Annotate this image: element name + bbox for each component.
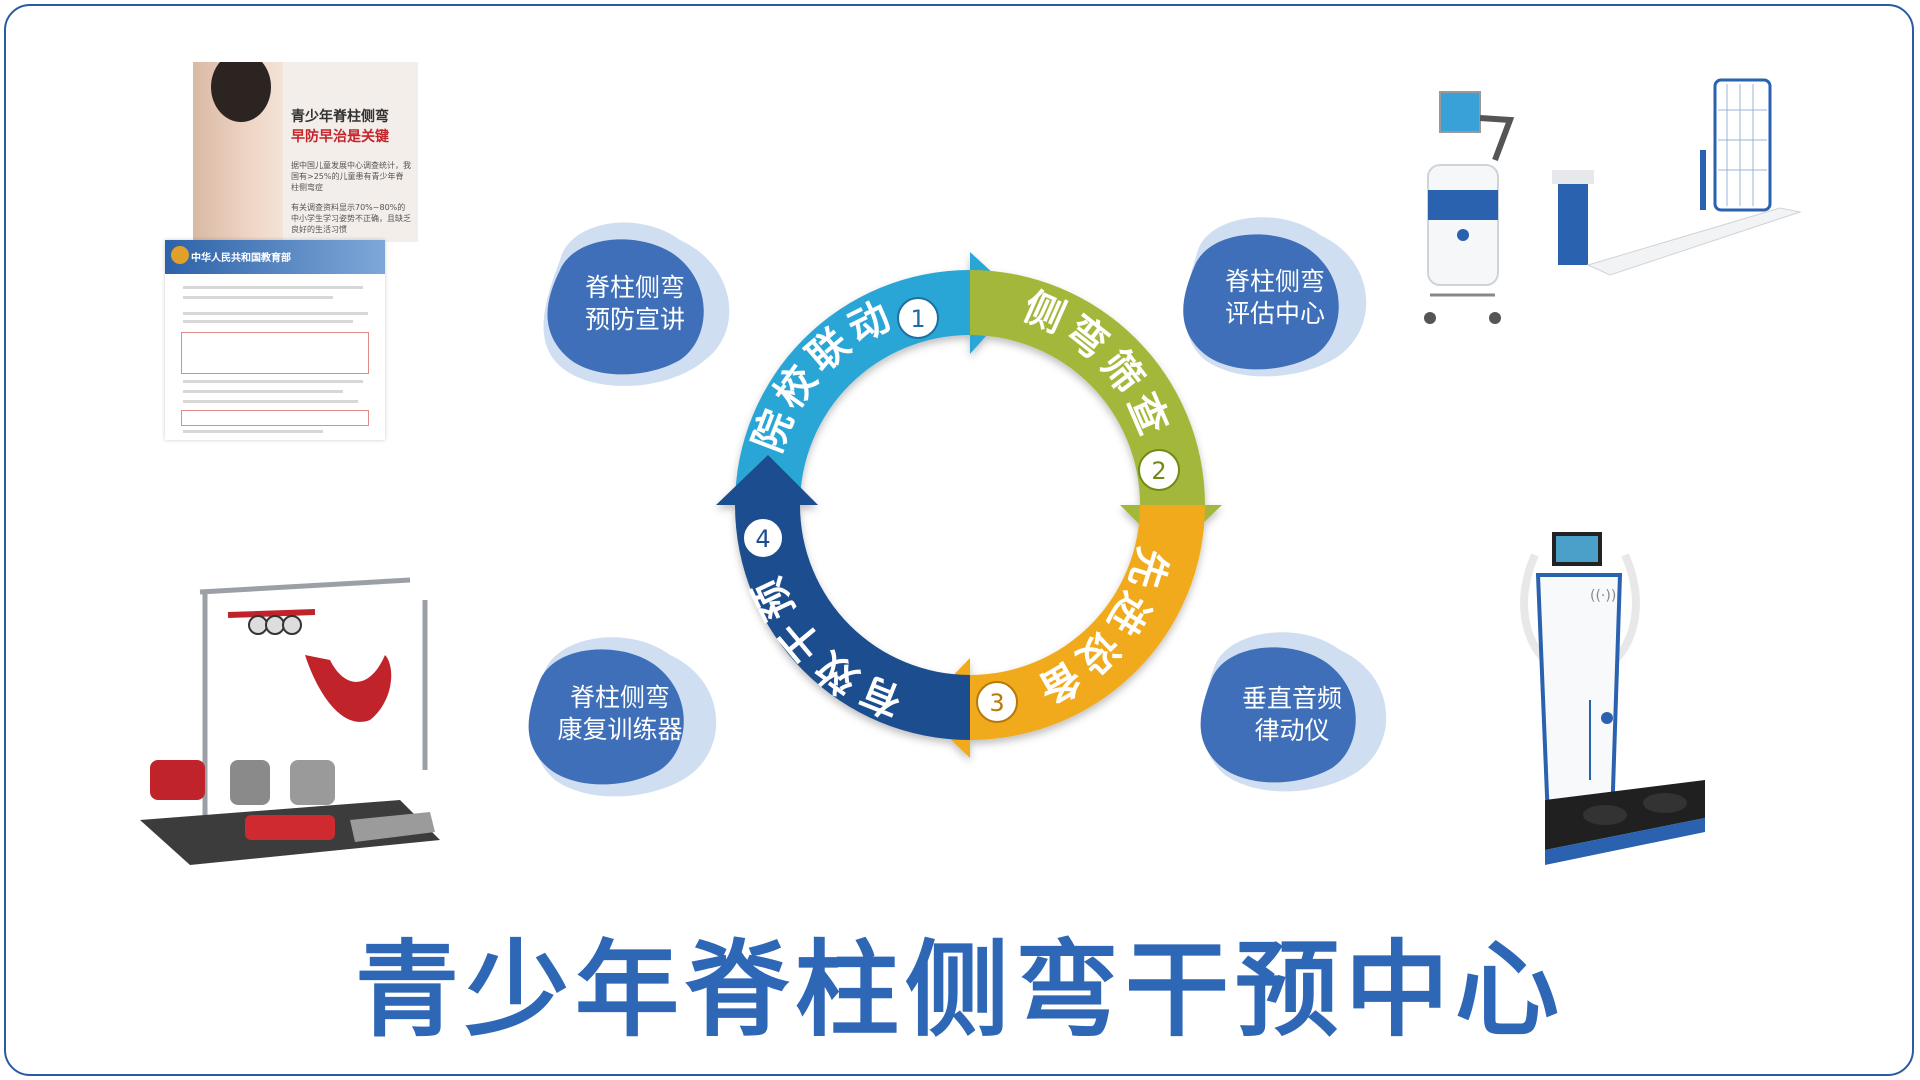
page-title: 青少年脊柱侧弯干预中心 <box>354 929 1565 1051</box>
svg-text:((·)): ((·)) <box>1590 588 1616 604</box>
step-number-3: 3 <box>976 681 1018 723</box>
step-number-1: 1 <box>897 297 939 339</box>
scoliosis-poster: 青少年脊柱侧弯 早防早治是关键 据中国儿童发展中心调查统计，我国有>25%的儿童… <box>193 62 418 242</box>
poster-para-2: 有关调查资料显示70%~80%的中小学生学习姿势不正确，且缺乏良好的生活习惯 <box>291 203 411 234</box>
ministry-name: 中华人民共和国教育部 <box>191 253 291 264</box>
rehab-trainer-image <box>140 577 440 865</box>
cycle-segment-1 <box>735 252 1020 505</box>
ministry-document: 中华人民共和国教育部 <box>165 240 385 440</box>
cycle-ring <box>716 252 1222 758</box>
poster-para-1: 据中国儿童发展中心调查统计，我国有>25%的儿童患有青少年脊柱侧弯症 <box>291 161 411 192</box>
poster-headline-1: 青少年脊柱侧弯 <box>291 109 389 125</box>
blob-rehab: 脊柱侧弯 康复训练器 <box>528 637 717 797</box>
step-number-4: 4 <box>742 517 784 559</box>
blob-vibration: 垂直音频 律动仪 <box>1200 632 1387 792</box>
assessment-device-image <box>1424 78 1802 324</box>
vibration-device-image: ((·)) <box>1520 532 1705 865</box>
blob-assessment: 脊柱侧弯 评估中心 <box>1183 217 1367 377</box>
step-number-2: 2 <box>1138 449 1180 491</box>
poster-headline-2: 早防早治是关键 <box>291 129 389 145</box>
ministry-header: 中华人民共和国教育部 <box>165 240 385 274</box>
blob-prevention: 脊柱侧弯 预防宣讲 <box>543 222 730 387</box>
cycle-segment-4 <box>716 455 970 740</box>
national-emblem-icon <box>171 246 189 264</box>
poster-photo-hair <box>211 62 271 122</box>
